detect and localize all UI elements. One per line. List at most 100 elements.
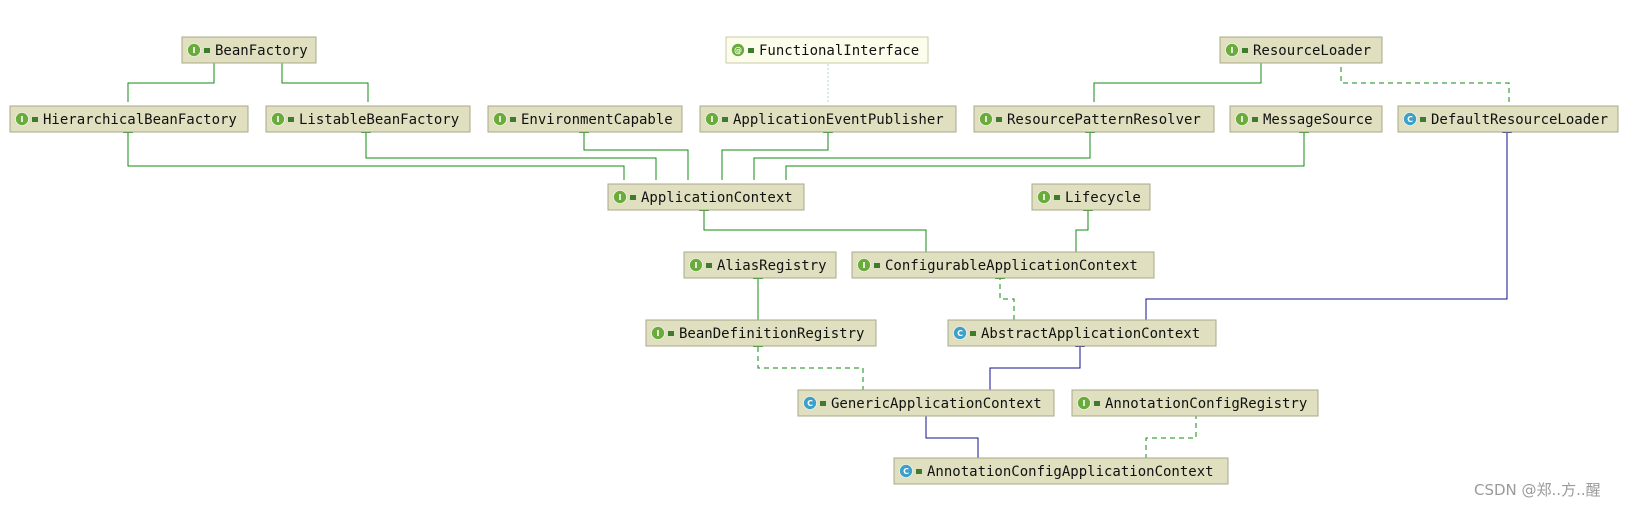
node-bean-definition-registry[interactable]: I BeanDefinitionRegistry bbox=[645, 319, 877, 347]
visibility-icon bbox=[874, 263, 880, 268]
node-box bbox=[265, 105, 471, 133]
edge-generic-to-beandefinitionregistry bbox=[753, 338, 864, 391]
svg-text:I: I bbox=[1083, 399, 1086, 408]
node-annotation-config-application-context[interactable]: C AnnotationConfigApplicationContext bbox=[893, 457, 1229, 485]
node-label: ApplicationContext bbox=[641, 190, 793, 206]
interface-icon: I bbox=[651, 326, 665, 340]
node-label: Lifecycle bbox=[1065, 190, 1141, 206]
visibility-icon bbox=[1252, 117, 1258, 122]
class-icon: C bbox=[899, 464, 913, 478]
visibility-icon bbox=[1054, 195, 1060, 200]
node-box bbox=[973, 105, 1215, 133]
svg-text:I: I bbox=[619, 193, 622, 202]
visibility-icon bbox=[1420, 117, 1426, 122]
edge-appcontext-to-environment bbox=[579, 124, 689, 180]
node-box bbox=[725, 36, 929, 64]
visibility-icon bbox=[204, 48, 210, 53]
node-box bbox=[645, 319, 877, 347]
svg-text:C: C bbox=[957, 329, 963, 338]
visibility-icon bbox=[748, 48, 754, 53]
class-icon: C bbox=[953, 326, 967, 340]
node-alias-registry[interactable]: I AliasRegistry bbox=[683, 251, 837, 279]
visibility-icon bbox=[820, 401, 826, 406]
node-box bbox=[1031, 183, 1151, 211]
node-functional-interface[interactable]: @ FunctionalInterface bbox=[725, 36, 929, 64]
node-box bbox=[1071, 389, 1319, 417]
visibility-icon bbox=[668, 331, 674, 336]
node-box bbox=[797, 389, 1055, 417]
node-message-source[interactable]: I MessageSource bbox=[1229, 105, 1383, 133]
edge-resourcepattern-to-resourceloader bbox=[1093, 54, 1266, 102]
node-label: ApplicationEventPublisher bbox=[733, 112, 944, 128]
visibility-icon bbox=[510, 117, 516, 122]
svg-text:I: I bbox=[499, 115, 502, 124]
node-resource-pattern-resolver[interactable]: I ResourcePatternResolver bbox=[973, 105, 1215, 133]
interface-icon: I bbox=[857, 258, 871, 272]
node-default-resource-loader[interactable]: C DefaultResourceLoader bbox=[1397, 105, 1619, 133]
edge-annotationconfig-to-generic bbox=[921, 407, 979, 459]
visibility-icon bbox=[706, 263, 712, 268]
svg-text:I: I bbox=[21, 115, 24, 124]
node-environment-capable[interactable]: I EnvironmentCapable bbox=[487, 105, 683, 133]
node-configurable-application-context[interactable]: I ConfigurableApplicationContext bbox=[851, 251, 1155, 279]
node-label: AnnotationConfigApplicationContext bbox=[927, 464, 1214, 480]
edge-appcontext-to-eventpublisher bbox=[721, 124, 833, 180]
node-box bbox=[947, 319, 1217, 347]
edge-annotationconfig-to-registry bbox=[1145, 407, 1201, 459]
node-box bbox=[893, 457, 1229, 485]
svg-text:I: I bbox=[277, 115, 280, 124]
node-lifecycle[interactable]: I Lifecycle bbox=[1031, 183, 1151, 211]
svg-text:I: I bbox=[1043, 193, 1046, 202]
node-box bbox=[851, 251, 1155, 279]
node-application-event-publisher[interactable]: I ApplicationEventPublisher bbox=[699, 105, 957, 133]
edge-appcontext-to-hierarchical bbox=[123, 124, 625, 180]
node-label: ResourcePatternResolver bbox=[1007, 112, 1201, 128]
node-label: BeanDefinitionRegistry bbox=[679, 326, 864, 342]
node-label: EnvironmentCapable bbox=[521, 112, 673, 128]
svg-text:I: I bbox=[985, 115, 988, 124]
class-icon: C bbox=[1403, 112, 1417, 126]
visibility-icon bbox=[970, 331, 976, 336]
interface-icon: I bbox=[689, 258, 703, 272]
interface-icon: I bbox=[15, 112, 29, 126]
visibility-icon bbox=[916, 469, 922, 474]
svg-text:I: I bbox=[695, 261, 698, 270]
node-label: DefaultResourceLoader bbox=[1431, 112, 1608, 128]
edge-configurable-to-appcontext bbox=[699, 202, 927, 252]
interface-icon: I bbox=[271, 112, 285, 126]
node-annotation-config-registry[interactable]: I AnnotationConfigRegistry bbox=[1071, 389, 1319, 417]
node-application-context[interactable]: I ApplicationContext bbox=[607, 183, 805, 211]
node-label: AnnotationConfigRegistry bbox=[1105, 396, 1307, 412]
svg-text:C: C bbox=[1407, 115, 1413, 124]
node-label: AliasRegistry bbox=[717, 258, 827, 274]
node-label: BeanFactory bbox=[215, 43, 308, 59]
node-box bbox=[1397, 105, 1619, 133]
node-label: GenericApplicationContext bbox=[831, 396, 1042, 412]
svg-text:I: I bbox=[657, 329, 660, 338]
interface-icon: I bbox=[1235, 112, 1249, 126]
visibility-icon bbox=[288, 117, 294, 122]
node-label: ConfigurableApplicationContext bbox=[885, 258, 1138, 274]
node-label: ListableBeanFactory bbox=[299, 112, 459, 128]
svg-text:I: I bbox=[1231, 46, 1234, 55]
node-box bbox=[487, 105, 683, 133]
node-label: FunctionalInterface bbox=[759, 43, 919, 59]
node-box bbox=[607, 183, 805, 211]
edge-appcontext-to-listable bbox=[361, 124, 657, 180]
visibility-icon bbox=[1242, 48, 1248, 53]
annotation-icon: @ bbox=[731, 43, 745, 57]
interface-icon: I bbox=[705, 112, 719, 126]
node-label: MessageSource bbox=[1263, 112, 1373, 128]
node-listable-bean-factory[interactable]: I ListableBeanFactory bbox=[265, 105, 471, 133]
interface-icon: I bbox=[493, 112, 507, 126]
edge-abstract-to-configurable bbox=[995, 270, 1015, 320]
interface-icon: I bbox=[1077, 396, 1091, 410]
visibility-icon bbox=[722, 117, 728, 122]
